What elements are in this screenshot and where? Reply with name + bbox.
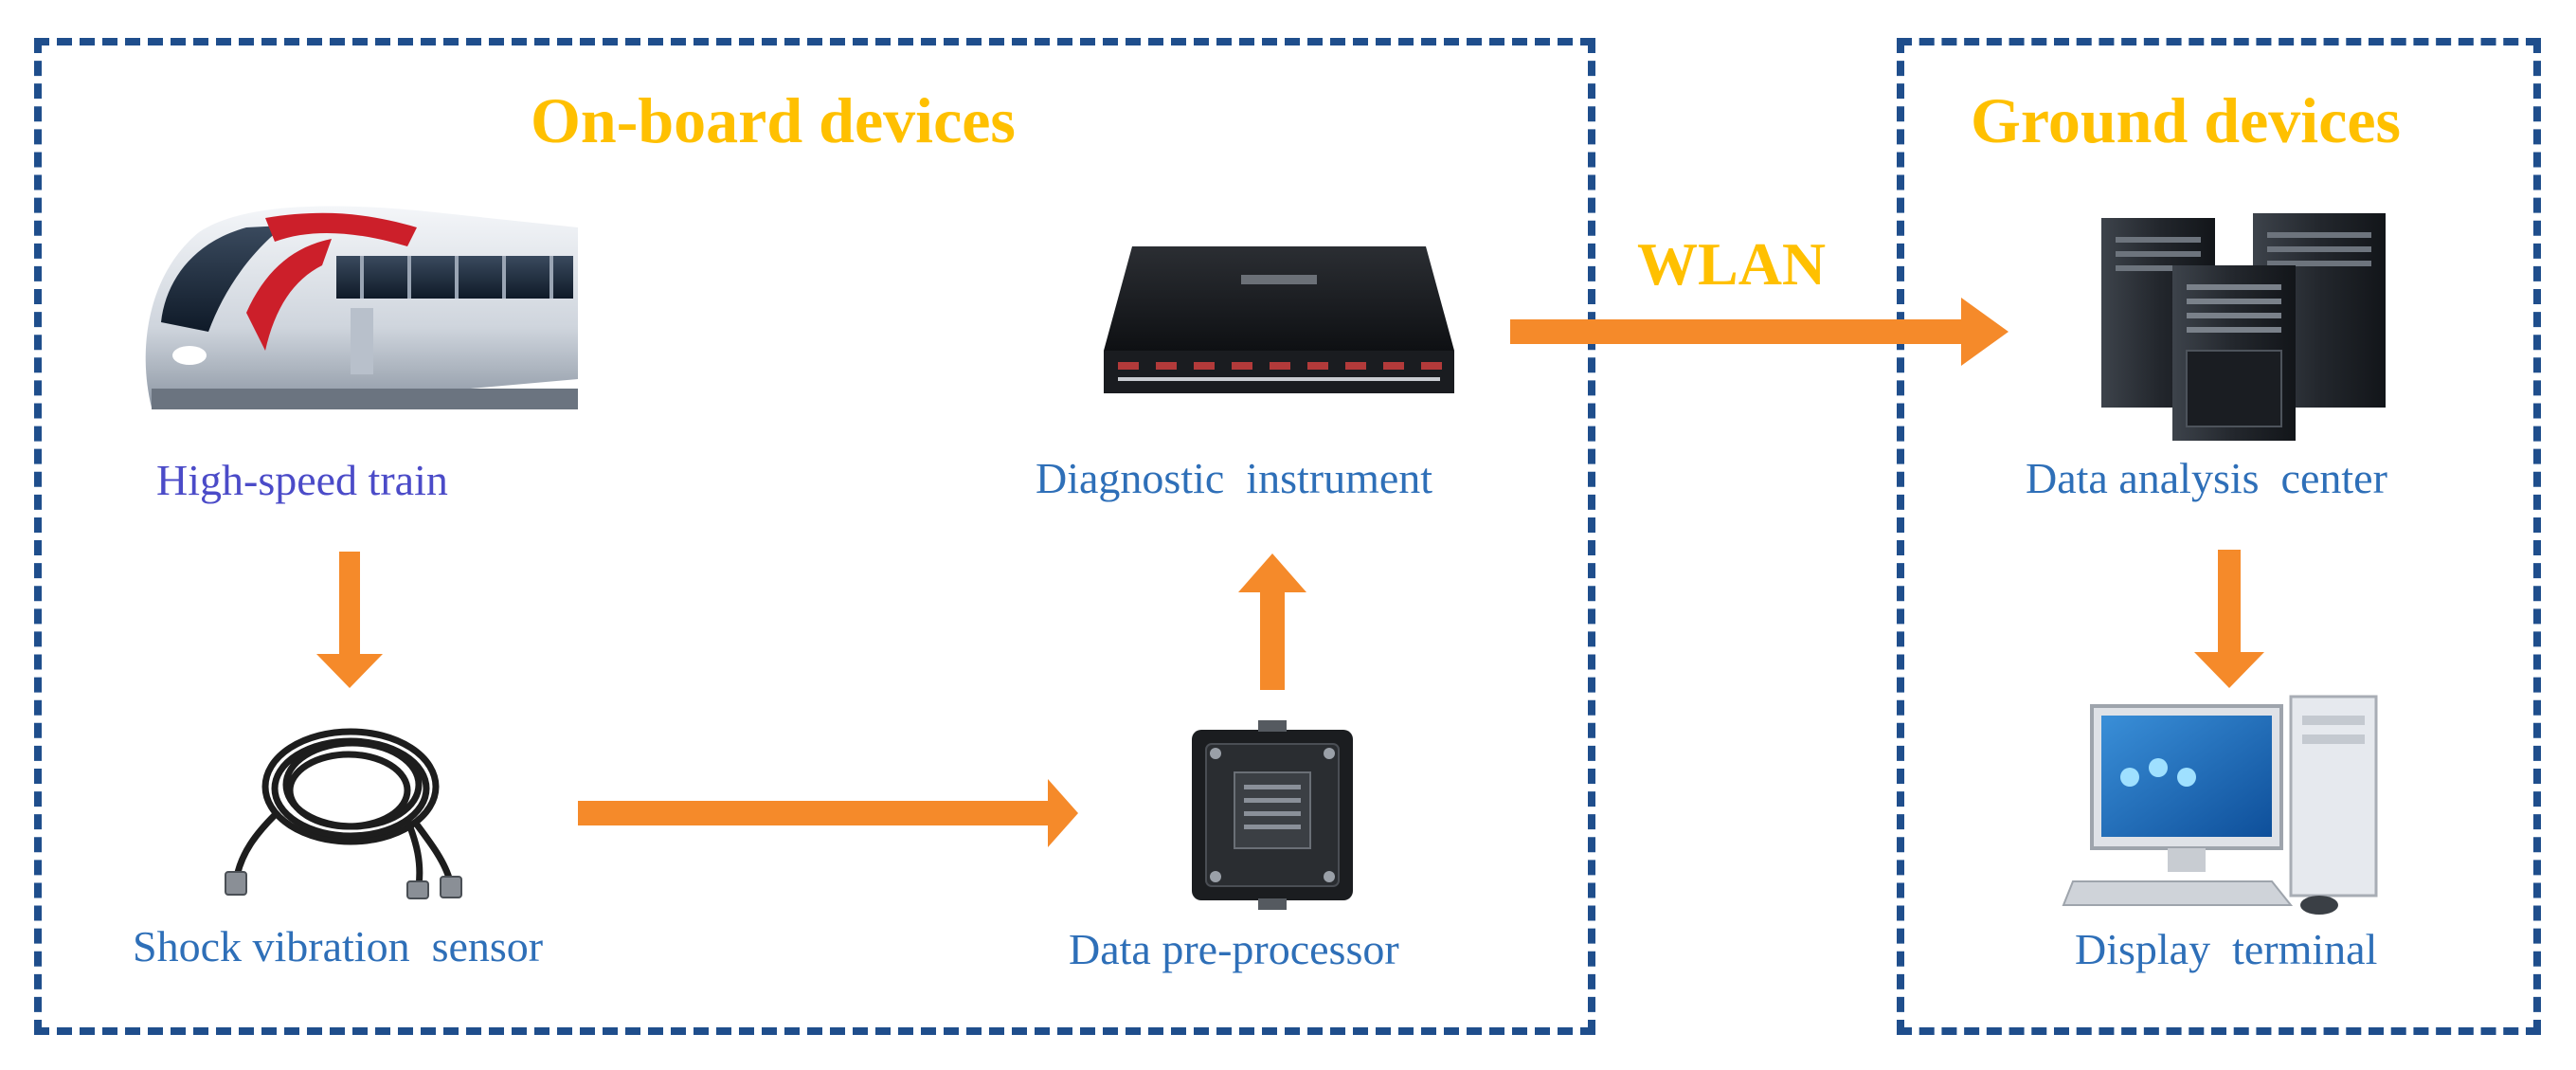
arrow-sensor-to-preprocessor — [578, 779, 1078, 847]
onboard-devices-box — [34, 38, 1595, 1035]
analysis-label: Data analysis center — [2026, 454, 2387, 502]
train-icon — [145, 206, 578, 409]
train-label: High-speed train — [156, 456, 448, 504]
onboard-devices-title: On-board devices — [531, 84, 1016, 156]
ground-devices-title: Ground devices — [1971, 84, 2402, 156]
display-label: Display terminal — [2075, 925, 2378, 973]
sensor-label: Shock vibration sensor — [133, 922, 544, 970]
preprocessor-module-icon — [1192, 720, 1353, 910]
preprocessor-label: Data pre-processor — [1069, 925, 1399, 973]
arrow-diagnostic-to-analysis — [1510, 298, 2009, 366]
diagnostic-instrument-icon — [1104, 246, 1454, 393]
arrow-preprocessor-to-diagnostic — [1238, 553, 1306, 690]
arrow-train-to-sensor — [316, 552, 383, 688]
wlan-label: WLAN — [1637, 230, 1827, 298]
arrow-analysis-to-display — [2194, 550, 2264, 688]
server-towers-icon — [2101, 213, 2386, 441]
sensor-cable-icon — [225, 728, 462, 899]
diagnostic-label: Diagnostic instrument — [1036, 454, 1433, 502]
desktop-computer-icon — [2062, 695, 2378, 915]
ground-devices-box — [1897, 38, 2541, 1035]
